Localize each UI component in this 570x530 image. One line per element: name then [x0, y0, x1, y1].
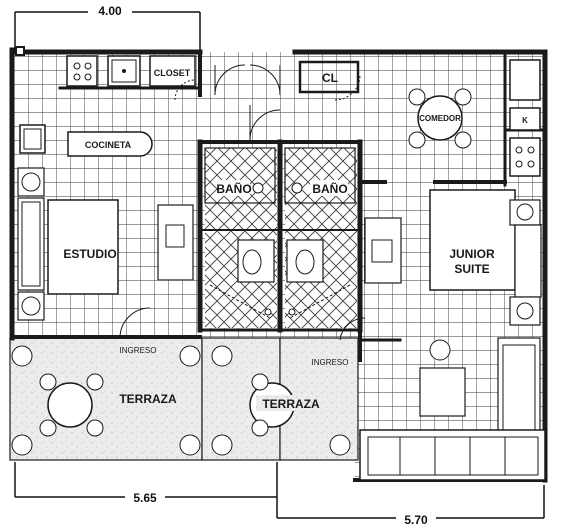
junior-suite-label-line2: SUITE: [454, 262, 489, 276]
terraza-right-label: TERRAZA: [262, 397, 320, 411]
dimension-bottom-right-label: 5.70: [404, 513, 428, 527]
bano-left-label: BAÑO: [216, 181, 251, 196]
dimension-top: 4.00: [14, 3, 201, 50]
dimension-bottom-right: 5.70: [276, 485, 545, 527]
k-label: K: [522, 116, 528, 125]
stove-left: [66, 55, 98, 87]
bathroom-floors: [205, 148, 357, 328]
dimension-bottom-left: 5.65: [14, 462, 278, 505]
dimension-top-label: 4.00: [98, 4, 122, 18]
ingreso-right-label: INGRESO: [312, 358, 349, 367]
closet-box: [149, 55, 196, 87]
dimension-bottom-left-label: 5.65: [133, 491, 157, 505]
estudio-furniture: [17, 167, 194, 321]
estudio-label: ESTUDIO: [63, 247, 116, 261]
comedor-label: COMEDOR: [419, 114, 461, 123]
terraza-left-label: TERRAZA: [119, 392, 177, 406]
junior-suite-label-line1: JUNIOR: [449, 247, 495, 261]
bathroom-left: [204, 147, 276, 319]
door-swings-top: [174, 64, 361, 141]
bano-right-label: BAÑO: [312, 181, 347, 196]
kitchen-right: [509, 59, 541, 177]
ingreso-left-label: INGRESO: [120, 346, 157, 355]
dining-table: [408, 88, 472, 149]
cocineta-counter: [19, 124, 153, 157]
closet-area: [66, 55, 196, 87]
bathroom-right: [284, 147, 356, 319]
terrace-left-furniture: [11, 307, 201, 456]
stove-right-icon: [509, 137, 541, 177]
junior-suite-furniture: [364, 189, 542, 326]
cocineta-label: COCINETA: [85, 140, 132, 150]
closet-label: CLOSET: [154, 68, 191, 78]
cl-label: CL: [322, 71, 338, 85]
living-furniture: [359, 337, 546, 481]
